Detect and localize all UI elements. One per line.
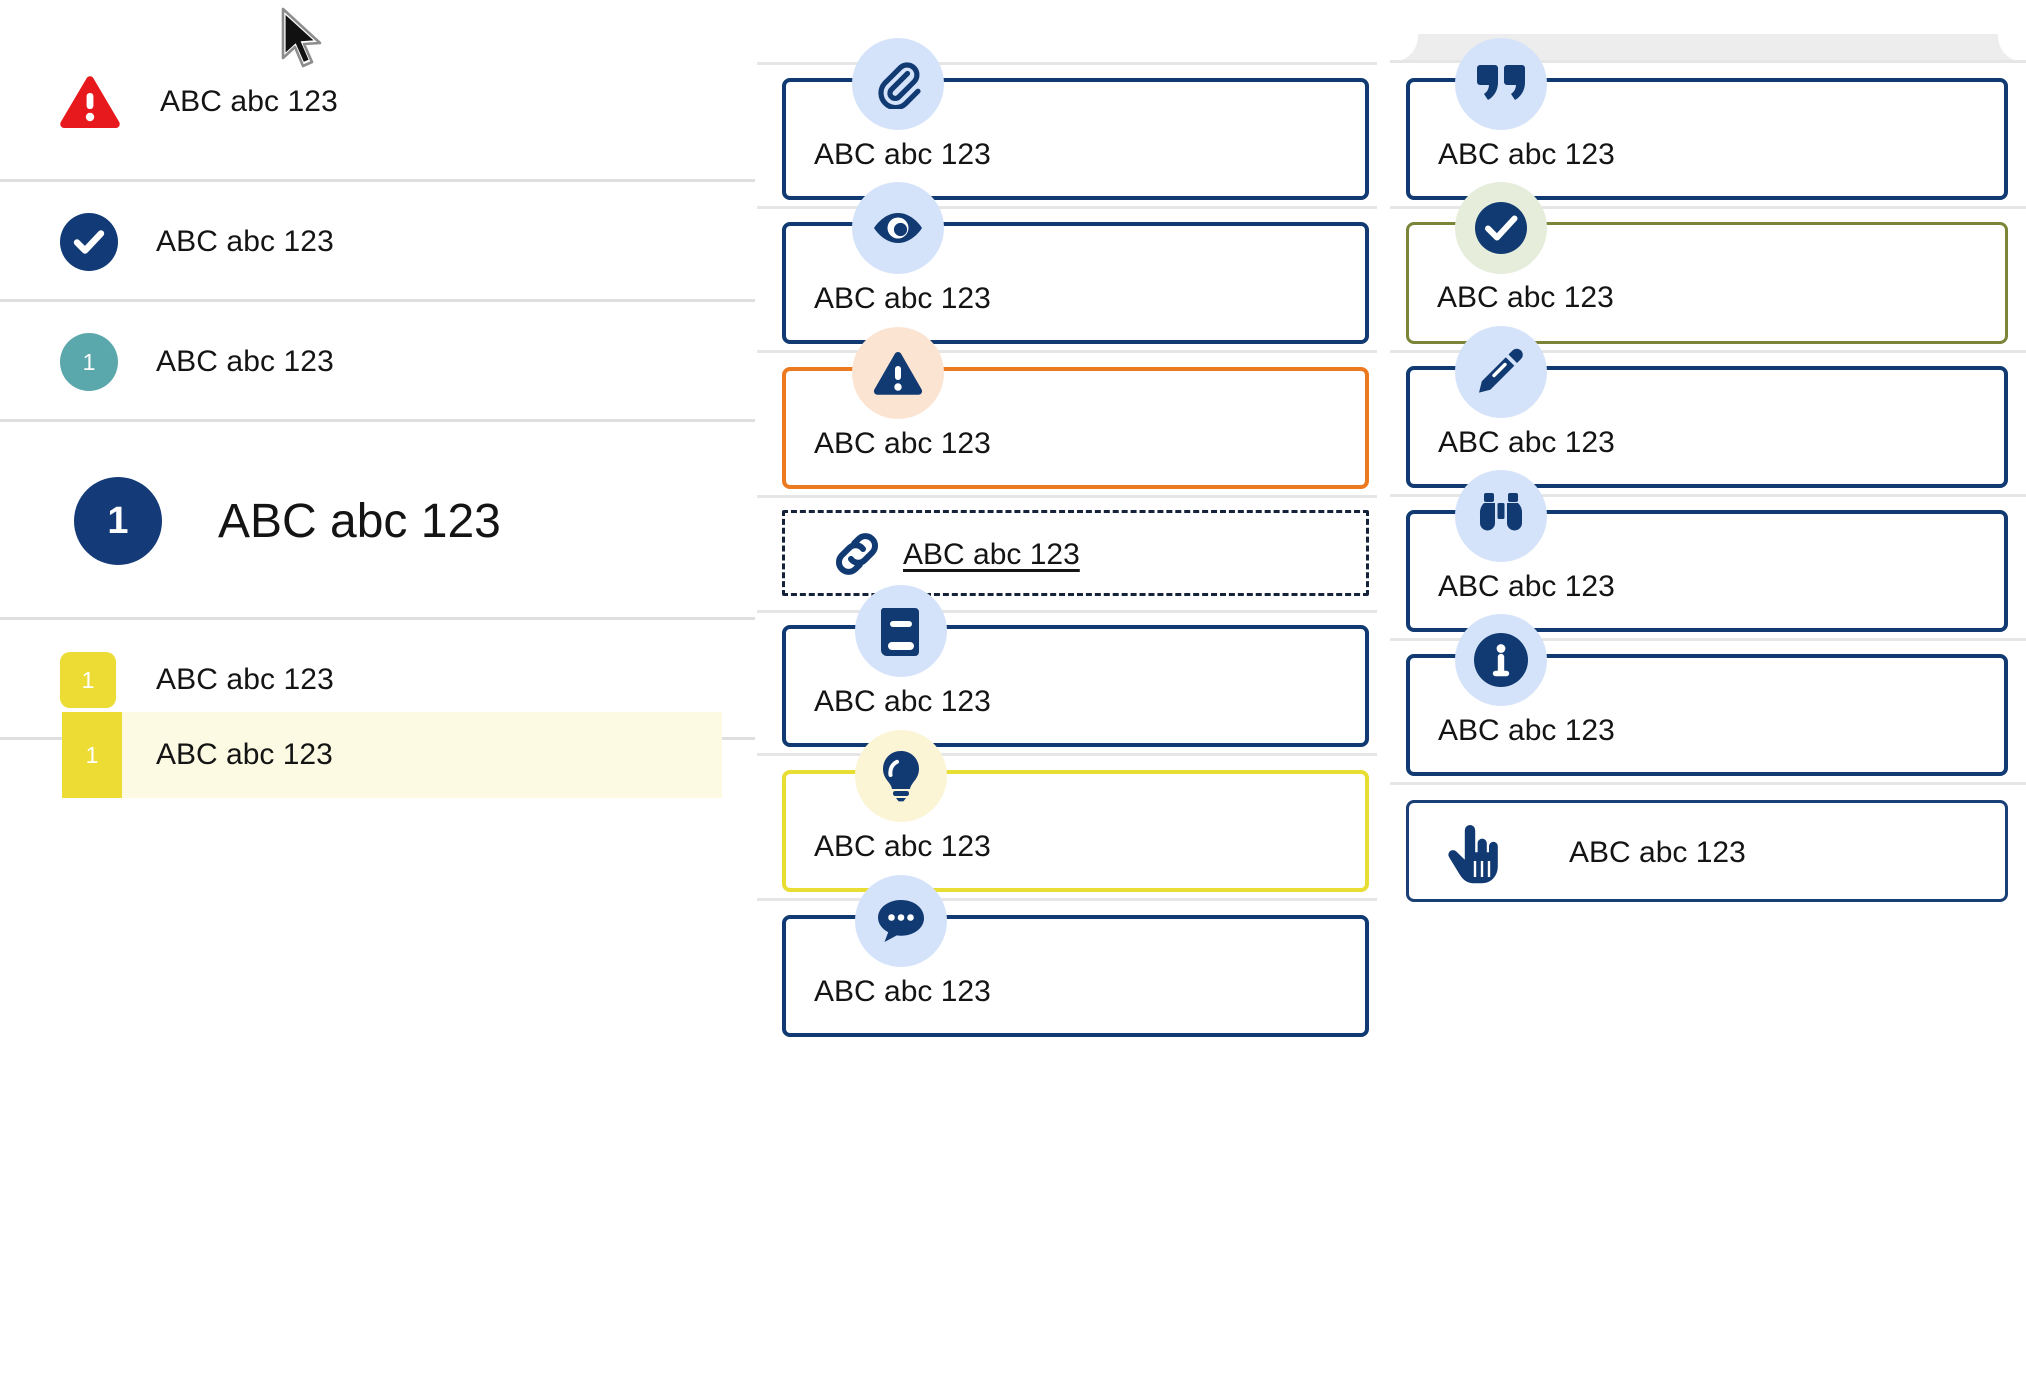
card-separator [757, 350, 1377, 353]
card-separator [757, 206, 1377, 209]
check-circle-icon [60, 213, 118, 271]
badge-value: 1 [82, 348, 96, 375]
warning-triangle-icon [58, 74, 122, 130]
number-badge-icon: 1 [74, 477, 162, 565]
list-item-label: ABC abc 123 [156, 345, 334, 378]
left-list: ABC abc 123 ABC abc 123 1 ABC abc 123 1 [0, 0, 760, 1392]
card-label: ABC abc 123 [1438, 714, 1615, 747]
number-badge-icon: 1 [62, 712, 122, 798]
card-separator [757, 62, 1377, 65]
card-link-label[interactable]: ABC abc 123 [903, 538, 1080, 571]
badge-value: 1 [85, 741, 99, 768]
speech-bubble-icon [855, 875, 947, 967]
info-circle-icon [1455, 614, 1547, 706]
paperclip-icon [852, 38, 944, 130]
list-item-label: ABC abc 123 [156, 738, 333, 771]
list-item-label: ABC abc 123 [156, 225, 334, 258]
card-label: ABC abc 123 [1437, 281, 1614, 314]
link-chain-icon [829, 527, 885, 586]
list-item-highlighted[interactable]: 1 ABC abc 123 [62, 712, 722, 798]
card-separator [1390, 60, 2026, 63]
list-item[interactable]: 1 ABC abc 123 [0, 422, 760, 620]
lightbulb-icon [855, 730, 947, 822]
card-separator [1390, 350, 2026, 353]
card-label: ABC abc 123 [1438, 570, 1615, 603]
card-label: ABC abc 123 [814, 975, 991, 1008]
card-label: ABC abc 123 [814, 830, 991, 863]
card-separator [1390, 638, 2026, 641]
list-separator [0, 299, 755, 302]
number-badge-icon: 1 [60, 333, 118, 391]
book-icon [855, 585, 947, 677]
eye-icon [852, 182, 944, 274]
card-label: ABC abc 123 [1438, 426, 1615, 459]
card-label: ABC abc 123 [814, 138, 991, 171]
badge-value: 1 [81, 666, 95, 693]
card-label: ABC abc 123 [814, 282, 991, 315]
binoculars-icon [1455, 470, 1547, 562]
badge-value: 1 [107, 499, 129, 542]
card-separator [1390, 782, 2026, 785]
pencil-icon [1455, 326, 1547, 418]
warning-triangle-icon [852, 327, 944, 419]
number-badge-icon: 1 [60, 652, 116, 708]
card-link[interactable]: ABC abc 123 [782, 510, 1369, 596]
card-book[interactable]: ABC abc 123 [782, 625, 1369, 747]
card-label: ABC abc 123 [814, 427, 991, 460]
card-separator [757, 753, 1377, 756]
list-item-label: ABC abc 123 [156, 663, 334, 696]
list-separator [0, 617, 755, 620]
card-separator [757, 610, 1377, 613]
card-separator [757, 898, 1377, 901]
card-label: ABC abc 123 [1438, 138, 1615, 171]
list-item[interactable]: ABC abc 123 [0, 182, 760, 302]
list-separator [0, 419, 755, 422]
quote-icon [1455, 38, 1547, 130]
card-label: ABC abc 123 [1569, 836, 1746, 869]
list-item[interactable]: 1 ABC abc 123 [0, 302, 760, 422]
check-circle-icon [1455, 182, 1547, 274]
card-separator [1390, 206, 2026, 209]
list-separator [0, 179, 755, 182]
list-item-label: ABC abc 123 [160, 85, 338, 118]
card-separator [1390, 494, 2026, 497]
list-item-label: ABC abc 123 [218, 494, 501, 548]
mouse-pointer-icon [277, 6, 329, 79]
card-label: ABC abc 123 [814, 685, 991, 718]
list-item[interactable]: ABC abc 123 [0, 22, 760, 182]
card-action[interactable]: ABC abc 123 [1406, 800, 2008, 902]
pointing-hand-icon [1445, 821, 1501, 892]
card-separator [757, 495, 1377, 498]
